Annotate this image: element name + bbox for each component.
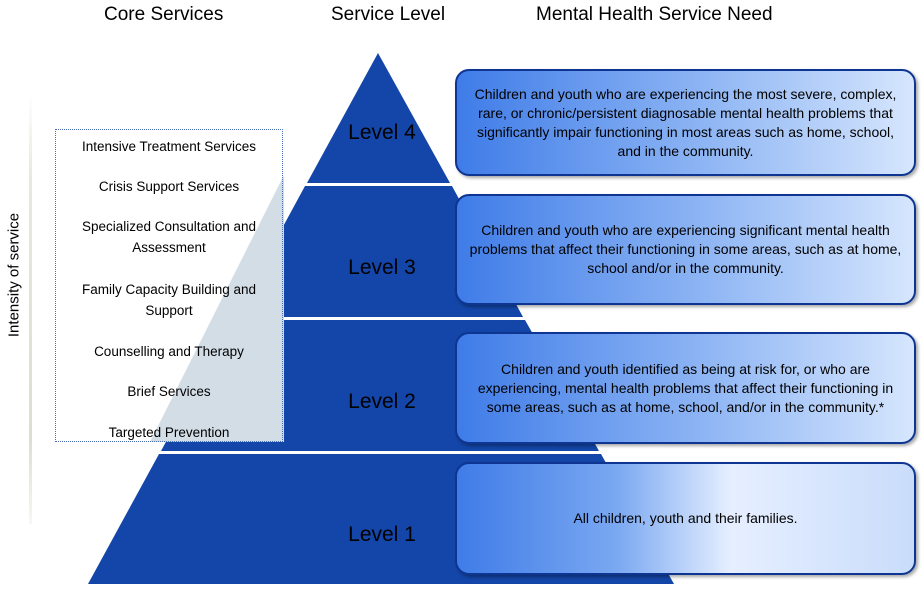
intensity-axis-line [29,92,32,524]
need-text-level-3: Children and youth who are experiencing … [469,222,902,276]
need-box-level-2: Children and youth identified as being a… [455,332,916,444]
core-service-item: Family Capacity Building and Support [81,282,257,318]
need-text-level-4: Children and youth who are experiencing … [474,85,897,159]
need-box-level-1: All children, youth and their families. [455,462,916,575]
level-3-label: Level 3 [348,256,416,279]
header-service-level: Service Level [331,4,446,25]
core-service-item: Specialized Consultation and Assessment [81,219,257,255]
core-services-list: Intensive Treatment Services Crisis Supp… [55,129,283,442]
header-core-services: Core Services [104,4,224,25]
need-box-level-3: Children and youth who are experiencing … [455,194,916,305]
core-service-item: Brief Services [127,384,211,399]
need-box-level-4: Children and youth who are experiencing … [455,69,916,176]
core-service-item: Intensive Treatment Services [81,139,257,154]
core-service-item: Targeted Prevention [108,425,230,440]
need-text-level-1: All children, youth and their families. [573,510,798,526]
pyramid-tier-3 [234,186,523,317]
core-service-item: Counselling and Therapy [94,344,244,359]
level-2-label: Level 2 [348,390,416,413]
core-service-item: Crisis Support Services [98,179,240,194]
header-need: Mental Health Service Need [536,4,773,25]
pyramid-tier-4 [307,53,450,183]
pyramid-light-overlay [150,175,284,442]
level-4-label: Level 4 [348,121,416,144]
need-text-level-2: Children and youth identified as being a… [477,360,894,415]
level-1-label: Level 1 [348,523,416,546]
